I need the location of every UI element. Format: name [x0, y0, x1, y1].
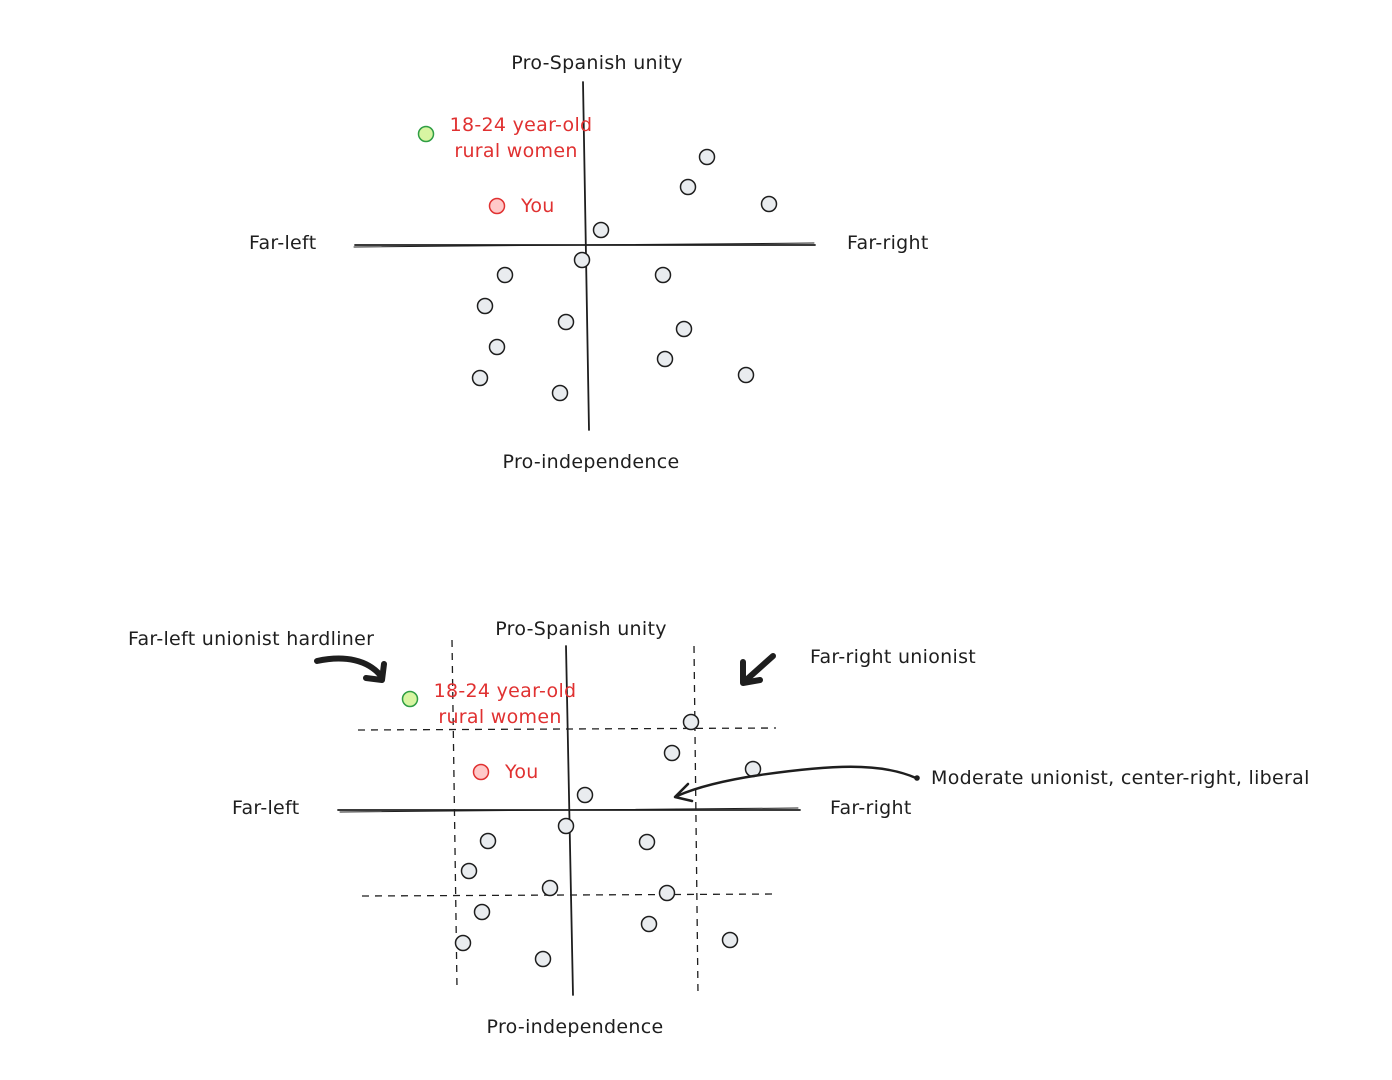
- arrow-tail-dot: [914, 775, 920, 781]
- population-dots: [471, 148, 778, 402]
- population-dot: [698, 148, 716, 166]
- population-dot: [654, 266, 672, 284]
- axis-label-bottom: Pro-independence: [487, 1016, 664, 1038]
- you-label: You: [504, 761, 539, 783]
- population-dot: [557, 313, 575, 331]
- axis-label-right: Far-right: [847, 232, 929, 254]
- population-dot: [541, 879, 559, 897]
- arrow-far-right-unionist: [740, 653, 776, 686]
- arrow-moderate-unionist: [673, 765, 920, 803]
- population-dot: [592, 221, 610, 239]
- population-dot: [658, 884, 676, 902]
- population-dot: [679, 178, 697, 196]
- population-dot: [721, 931, 739, 949]
- population-dot: [454, 934, 472, 952]
- group-label-line1: 18-24 year-old: [434, 680, 577, 702]
- population-dot: [663, 744, 681, 762]
- axis-label-bottom: Pro-independence: [503, 451, 680, 473]
- annotation-moderate-unionist: Moderate unionist, center-right, liberal: [931, 767, 1310, 789]
- group-label-line2: rural women: [438, 706, 561, 728]
- arrow-far-left-unionist: [314, 655, 387, 683]
- population-dot: [557, 817, 575, 835]
- axis-label-left: Far-left: [232, 797, 299, 819]
- population-dot: [476, 297, 494, 315]
- population-dot: [640, 915, 658, 933]
- axis-label-top: Pro-Spanish unity: [495, 618, 667, 640]
- grid-line-left: [451, 639, 458, 989]
- population-dot: [534, 950, 552, 968]
- population-dots: [454, 713, 762, 968]
- population-dot: [496, 266, 514, 284]
- population-dot: [576, 786, 594, 804]
- axis-label-left: Far-left: [249, 232, 316, 254]
- population-dot: [471, 369, 489, 387]
- population-dot: [656, 350, 674, 368]
- population-dot: [638, 833, 656, 851]
- population-dot: [760, 195, 778, 213]
- population-dot: [473, 903, 491, 921]
- axis-label-top: Pro-Spanish unity: [511, 52, 683, 74]
- population-dot: [737, 366, 755, 384]
- population-dot: [488, 338, 506, 356]
- you-marker-dot: [488, 197, 506, 215]
- horizontal-axis-stroke: [353, 242, 815, 248]
- group-label-line1: 18-24 year-old: [450, 114, 593, 136]
- you-marker-dot: [472, 763, 490, 781]
- group-marker-dot: [417, 125, 435, 143]
- population-dot: [682, 713, 700, 731]
- annotation-far-right-unionist: Far-right unionist: [810, 646, 976, 668]
- grid-line-right: [693, 645, 699, 995]
- group-label-line2: rural women: [454, 140, 577, 162]
- population-dot: [551, 384, 569, 402]
- group-marker-dot: [401, 690, 419, 708]
- population-dot: [573, 251, 591, 269]
- panel-2: Pro-Spanish unity Pro-independence Far-l…: [128, 618, 1310, 1038]
- population-dot: [675, 320, 693, 338]
- grid-line-bottom: [361, 893, 779, 897]
- you-label: You: [520, 195, 555, 217]
- panel-1: Pro-Spanish unity Pro-independence Far-l…: [249, 52, 929, 473]
- population-dot: [460, 862, 478, 880]
- population-dot: [479, 832, 497, 850]
- axis-label-right: Far-right: [830, 797, 912, 819]
- annotation-far-left-unionist: Far-left unionist hardliner: [128, 628, 374, 650]
